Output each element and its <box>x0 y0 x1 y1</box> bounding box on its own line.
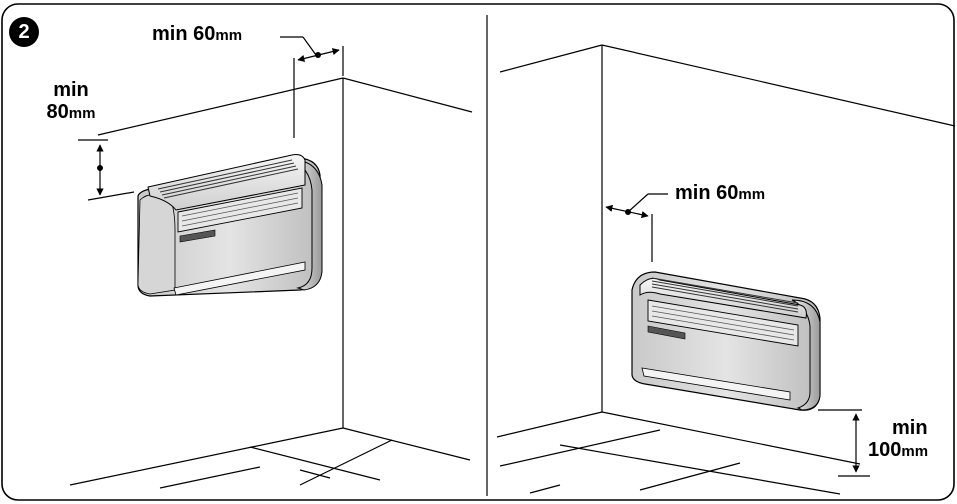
left-top-clearance-label: min 80mm <box>36 80 106 122</box>
right-floor-clearance-prefix: min <box>892 417 928 439</box>
right-side-clearance-prefix: min 60 <box>675 182 739 204</box>
right-side-clearance-label: min 60mm <box>675 183 765 203</box>
left-top-clearance-prefix: min <box>53 79 89 101</box>
right-panel-room <box>496 44 956 495</box>
figure-border <box>1 3 955 501</box>
left-top-clearance-unit: mm <box>68 105 96 122</box>
left-side-clearance-dimension <box>280 36 344 138</box>
right-floor-clearance-value-line: 100mm <box>868 440 928 460</box>
left-top-clearance-value-line: 80mm <box>36 102 106 122</box>
left-air-conditioner-unit <box>137 154 323 297</box>
right-side-clearance-dimension <box>605 193 668 262</box>
left-top-clearance-value: 80 <box>46 101 69 123</box>
left-panel-room <box>69 77 473 489</box>
right-floor-clearance-label: min 100mm <box>868 418 928 460</box>
right-side-clearance-unit: mm <box>738 186 766 203</box>
right-floor-clearance-unit: mm <box>901 443 929 460</box>
right-floor-clearance-dimension <box>818 409 870 477</box>
right-floor-clearance-value: 100 <box>868 439 902 461</box>
left-side-clearance-prefix: min 60 <box>152 23 216 45</box>
left-side-clearance-unit: mm <box>215 27 243 44</box>
figure-number-badge: 2 <box>9 17 39 47</box>
right-air-conditioner-unit <box>631 271 821 411</box>
left-side-clearance-label: min 60mm <box>152 24 242 44</box>
left-top-clearance-dimension <box>78 139 135 201</box>
